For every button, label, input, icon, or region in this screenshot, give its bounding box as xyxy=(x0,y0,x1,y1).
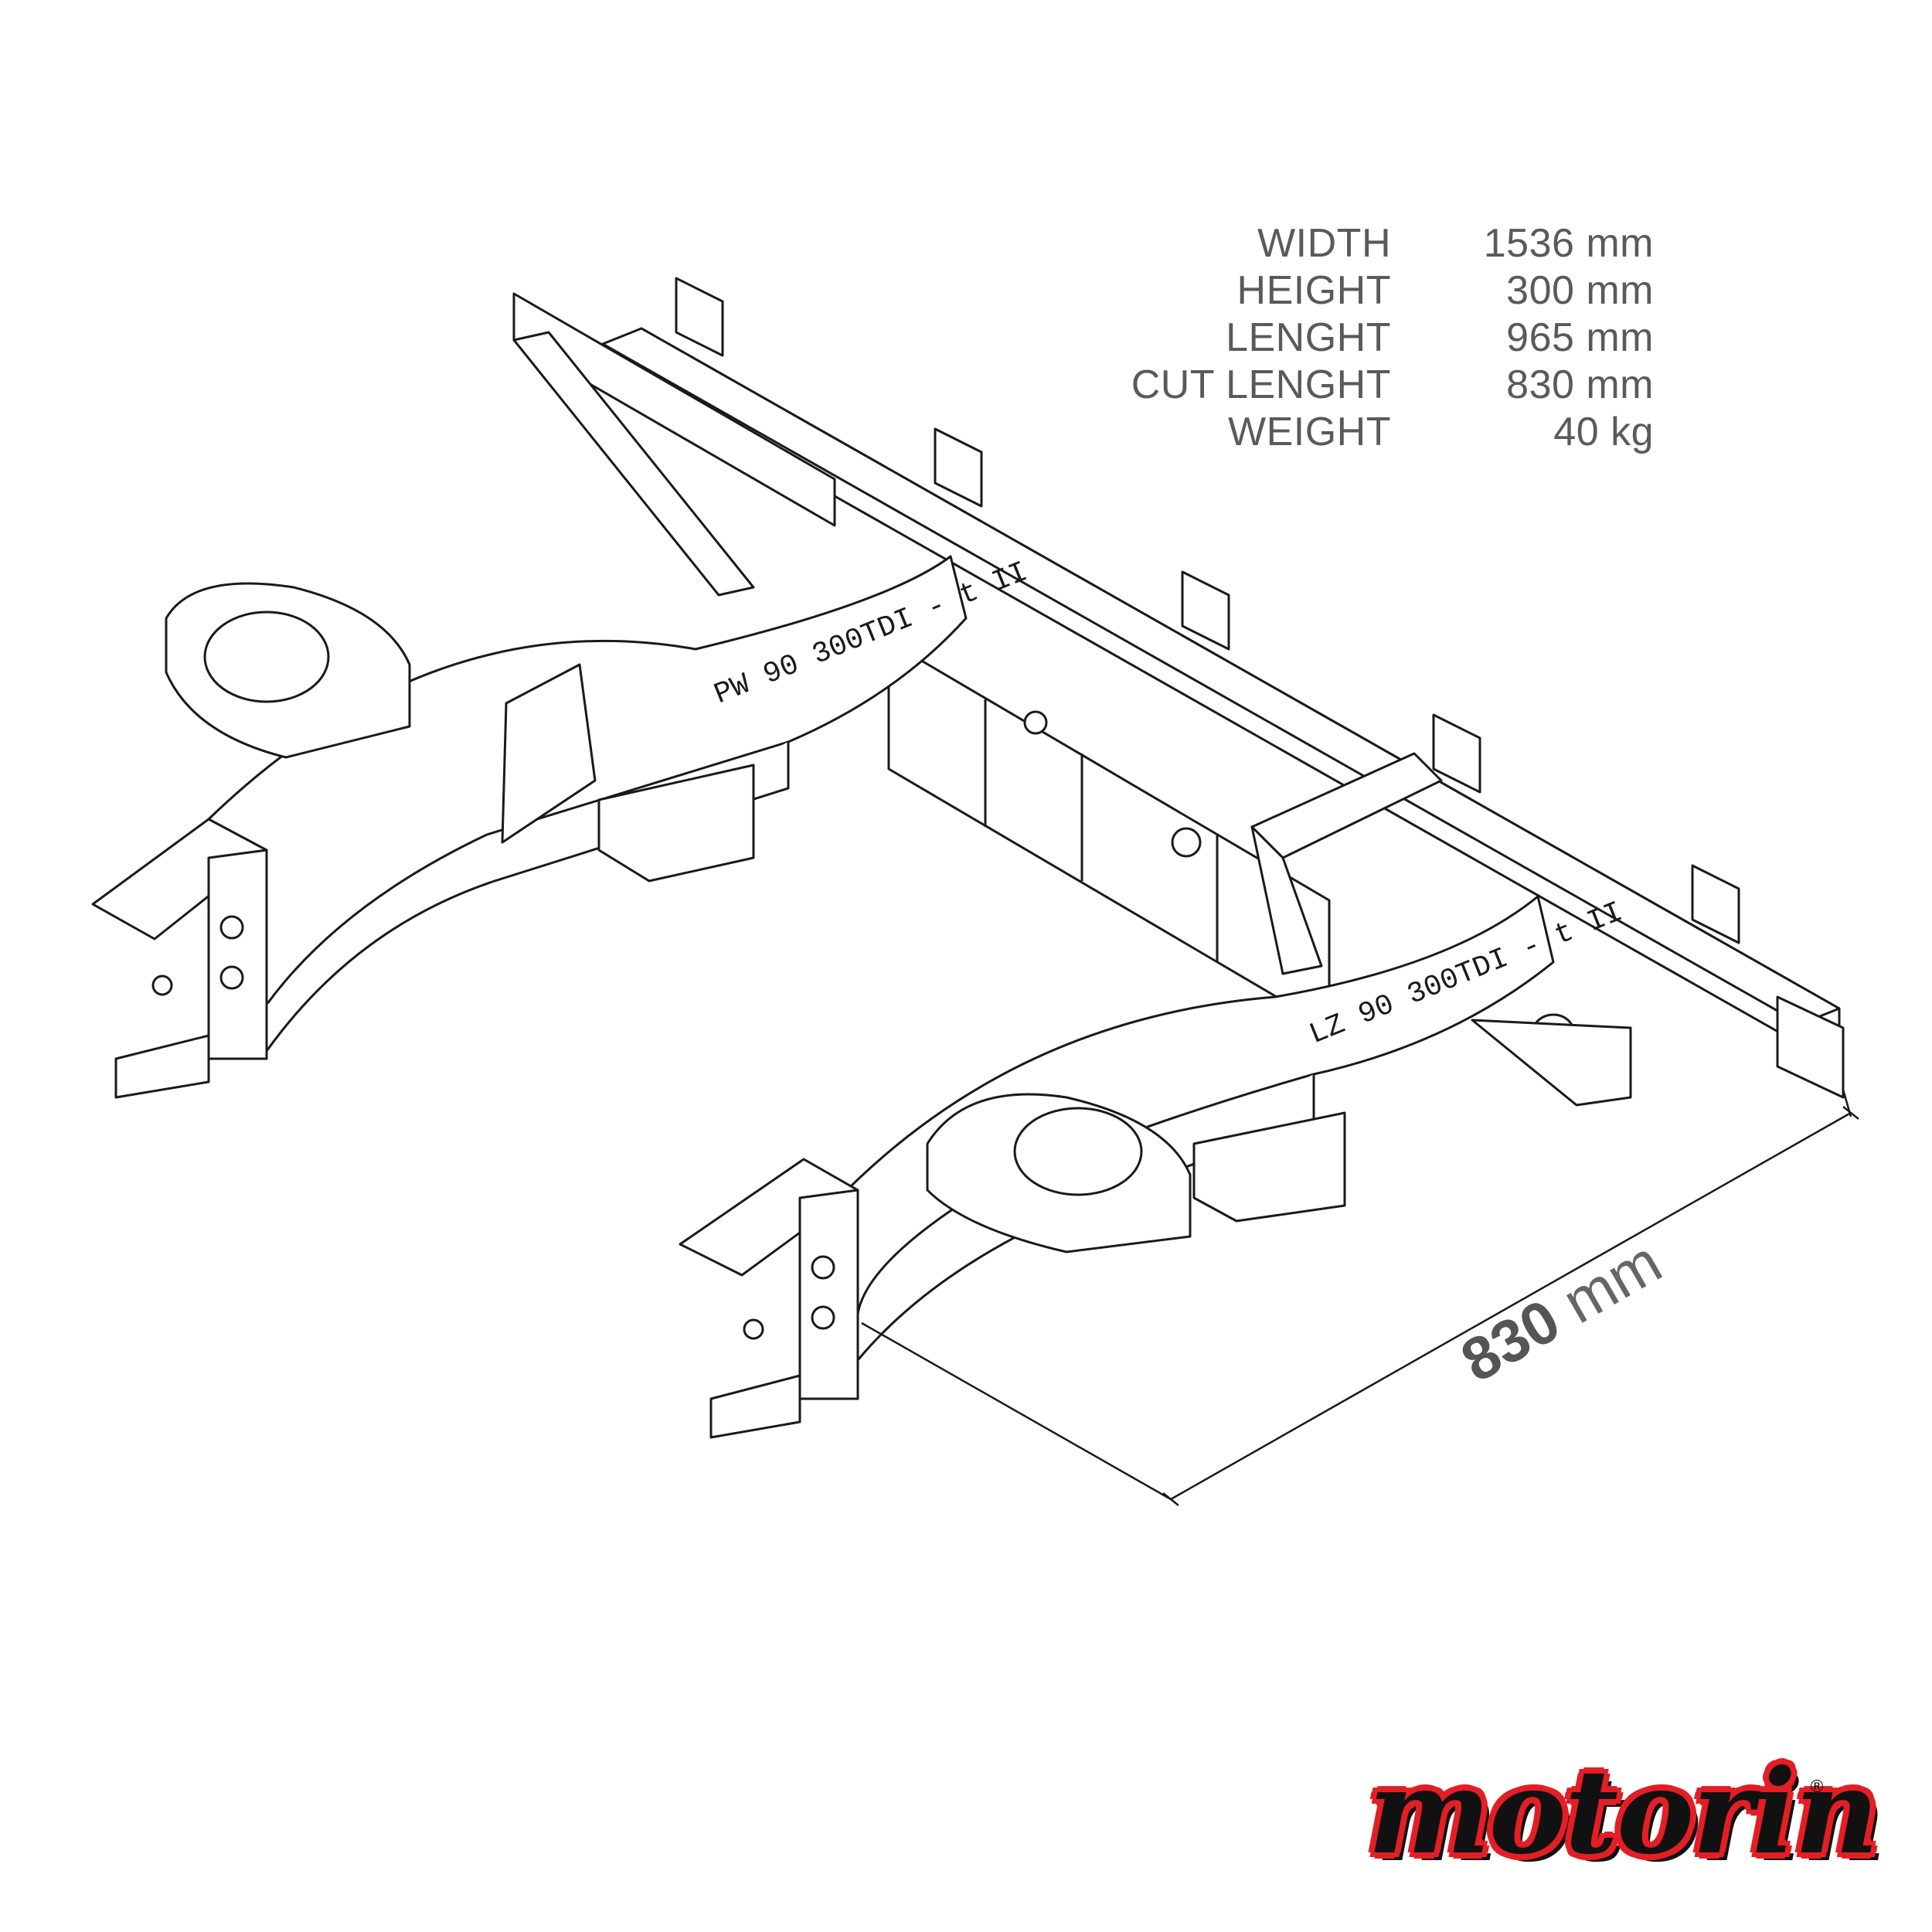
spec-value: 830 mm xyxy=(1506,362,1654,407)
spec-label: LENGHT xyxy=(1226,315,1391,360)
spec-value: 965 mm xyxy=(1506,315,1654,360)
spec-value: 300 mm xyxy=(1506,268,1654,313)
spec-value: 1536 mm xyxy=(1483,221,1654,266)
spec-row-cut-length: CUT LENGHT 830 mm xyxy=(1097,362,1654,409)
dimension-line-830 xyxy=(861,1089,1859,1506)
spec-row-length: LENGHT 965 mm xyxy=(1097,315,1654,362)
spec-label: HEIGHT xyxy=(1236,268,1391,313)
spec-row-weight: WEIGHT 40 kg xyxy=(1097,409,1654,456)
spec-label: WIDTH xyxy=(1257,221,1391,266)
spec-value: 40 kg xyxy=(1553,410,1654,454)
spec-table: WIDTH 1536 mm HEIGHT 300 mm LENGHT 965 m… xyxy=(1097,220,1654,456)
motorin-logo: motorin xyxy=(1368,1744,1879,1880)
left-chassis-rail xyxy=(91,555,968,1099)
left-rear-brace xyxy=(512,292,836,597)
registered-mark: ® xyxy=(1808,1777,1825,1797)
spec-row-height: HEIGHT 300 mm xyxy=(1097,267,1654,315)
rear-crossmember xyxy=(601,277,1845,1099)
spec-label: WEIGHT xyxy=(1228,410,1391,454)
crossmember-brackets xyxy=(675,277,1740,944)
spec-row-width: WIDTH 1536 mm xyxy=(1097,220,1654,267)
right-chassis-rail xyxy=(679,752,1632,1439)
spec-label: CUT LENGHT xyxy=(1131,362,1391,407)
